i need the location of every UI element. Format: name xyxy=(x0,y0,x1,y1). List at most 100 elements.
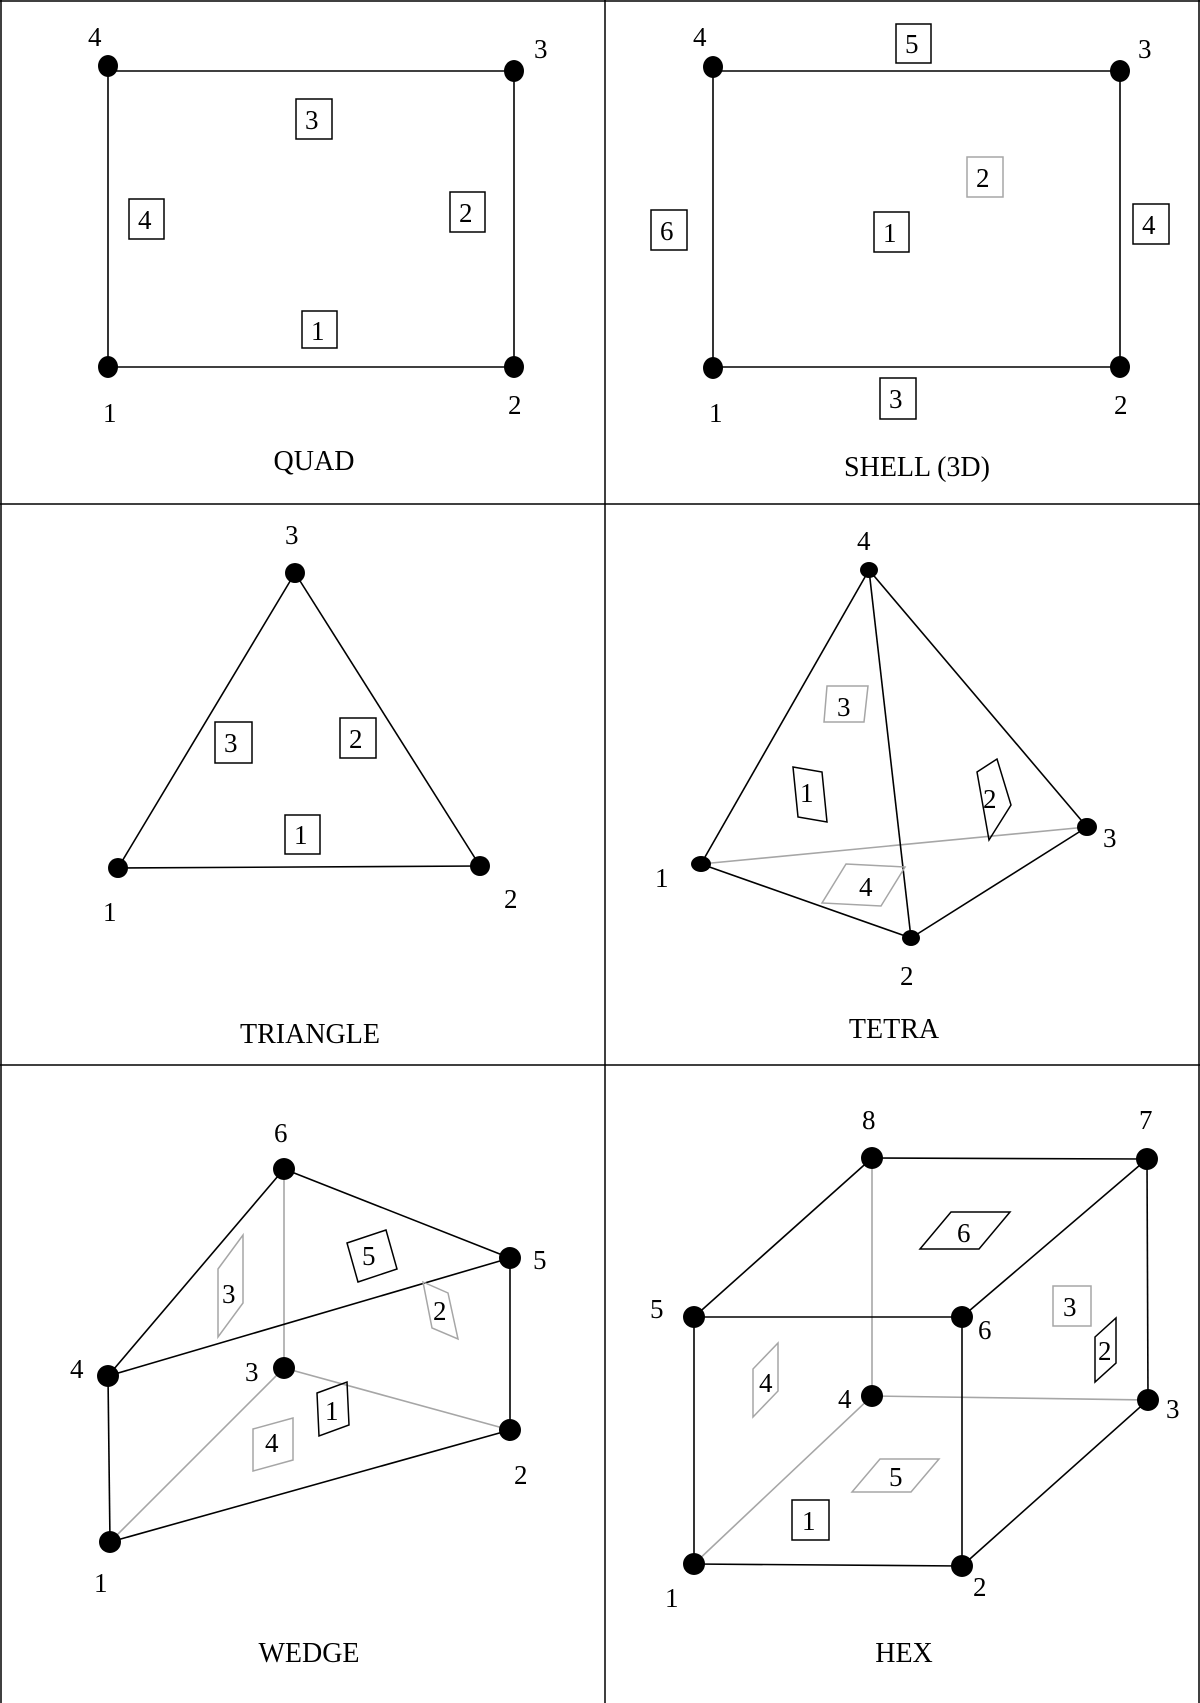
quad-node-label-1: 1 xyxy=(103,398,117,428)
hex-face-box-3 xyxy=(1052,1285,1092,1327)
quad-face-box-3 xyxy=(295,98,333,140)
hex-face-box-1 xyxy=(791,1499,830,1541)
hex-node-7 xyxy=(1136,1148,1158,1170)
shell-node-label-4: 4 xyxy=(693,22,707,52)
shell-node-1 xyxy=(703,357,723,379)
hex-edge-3-7 xyxy=(1146,1158,1149,1401)
hex-title: HEX xyxy=(875,1638,933,1669)
tetra-face-label-1: 1 xyxy=(800,778,814,808)
shell-face-label-1: 1 xyxy=(883,218,897,248)
shell-face-box-3 xyxy=(879,377,917,420)
shell-face-label-3: 3 xyxy=(889,384,903,414)
hex-edge-6-7 xyxy=(961,1158,1148,1318)
shell-face-box-4 xyxy=(1132,203,1170,245)
quad-node-label-3: 3 xyxy=(534,34,548,64)
wedge-edge-1-3-hidden xyxy=(109,1367,285,1543)
hex-node-label-3: 3 xyxy=(1166,1394,1180,1424)
hex-face-box-5 xyxy=(850,1458,941,1493)
triangle-node-label-3: 3 xyxy=(285,520,299,550)
wedge-node-1 xyxy=(99,1531,121,1553)
shell-node-label-3: 3 xyxy=(1138,34,1152,64)
wedge-edge-6-5 xyxy=(283,1168,511,1259)
wedge-face-label-2: 2 xyxy=(433,1296,447,1326)
wedge-edges xyxy=(107,1168,511,1543)
tetra-node-label-2: 2 xyxy=(900,961,914,991)
hex-node-6 xyxy=(951,1306,973,1328)
hex-node-label-2: 2 xyxy=(973,1572,987,1602)
wedge-edge-4-6 xyxy=(107,1168,285,1377)
quad-node-4 xyxy=(98,55,118,77)
hex-edges xyxy=(693,1157,1149,1567)
wedge-node-label-6: 6 xyxy=(274,1118,288,1148)
tetra-face-box-2 xyxy=(976,757,1012,843)
hex-edge-2-3 xyxy=(961,1399,1149,1567)
tetra-face-box-3 xyxy=(823,685,869,723)
wedge-edge-1-4 xyxy=(107,1375,111,1543)
hex-node-label-7: 7 xyxy=(1139,1105,1153,1135)
triangle-face-label-1: 1 xyxy=(294,820,308,850)
tetra-face-label-4: 4 xyxy=(859,872,873,902)
triangle-edge-2-3 xyxy=(294,572,481,867)
wedge-node-5 xyxy=(499,1247,521,1269)
triangle-face-box-1 xyxy=(284,814,321,855)
cell-quad: 1 2 3 4 1 2 3 4 QUAD xyxy=(88,22,548,477)
shell-node-4 xyxy=(703,56,723,78)
hex-face-label-4: 4 xyxy=(759,1368,773,1398)
tetra-edge-2-4 xyxy=(868,569,912,939)
triangle-node-3 xyxy=(285,563,305,583)
hex-face-box-6 xyxy=(918,1211,1012,1250)
tetra-node-label-1: 1 xyxy=(655,863,669,893)
shell-node-2 xyxy=(1110,356,1130,378)
wedge-node-3 xyxy=(273,1357,295,1379)
triangle-node-label-1: 1 xyxy=(103,897,117,927)
wedge-face-box-1 xyxy=(316,1380,350,1438)
hex-node-8 xyxy=(861,1147,883,1169)
hex-face-label-1: 1 xyxy=(802,1506,816,1536)
wedge-node-label-4: 4 xyxy=(70,1354,84,1384)
wedge-face-label-1: 1 xyxy=(325,1396,339,1426)
shell-face-label-4: 4 xyxy=(1142,210,1156,240)
shell-face-box-1 xyxy=(873,211,910,253)
shell-face-box-6 xyxy=(650,209,688,251)
triangle-face-box-3 xyxy=(214,721,253,764)
triangle-face-box-2 xyxy=(339,717,377,759)
shell-node-label-2: 2 xyxy=(1114,390,1128,420)
hex-face-label-6: 6 xyxy=(957,1218,971,1248)
shell-face-label-2: 2 xyxy=(976,163,990,193)
wedge-node-label-3: 3 xyxy=(245,1357,259,1387)
hex-edge-5-8 xyxy=(693,1157,873,1318)
wedge-node-2 xyxy=(499,1419,521,1441)
triangle-face-label-2: 2 xyxy=(349,724,363,754)
hex-node-5 xyxy=(683,1306,705,1328)
triangle-edge-1-2 xyxy=(117,865,481,869)
wedge-face-label-5: 5 xyxy=(362,1241,376,1271)
tetra-edge-3-4 xyxy=(868,569,1088,828)
wedge-node-4 xyxy=(97,1365,119,1387)
shell-face-label-5: 5 xyxy=(905,29,919,59)
tetra-face-box-4 xyxy=(820,863,907,907)
triangle-edge-3-1 xyxy=(117,572,296,869)
shell-title: SHELL (3D) xyxy=(844,452,990,483)
wedge-node-label-2: 2 xyxy=(514,1460,528,1490)
quad-face-box-1 xyxy=(301,310,338,349)
shell-face-box-5 xyxy=(895,23,932,64)
cell-shell: 1 2 3 4 1 2 3 4 5 6 SHELL (3D) xyxy=(650,22,1170,483)
wedge-title: WEDGE xyxy=(258,1638,359,1669)
shell-node-3 xyxy=(1110,60,1130,82)
wedge-face-label-4: 4 xyxy=(265,1428,279,1458)
hex-face-box-4 xyxy=(752,1341,779,1419)
wedge-edge-1-2 xyxy=(109,1429,511,1543)
tetra-edge-1-4 xyxy=(700,569,870,865)
hex-node-label-4: 4 xyxy=(838,1384,852,1414)
shell-face-box-2 xyxy=(966,156,1004,198)
quad-title: QUAD xyxy=(274,446,355,477)
hex-edge-8-7 xyxy=(871,1157,1148,1160)
cell-triangle: 1 2 3 1 2 3 TRIANGLE xyxy=(103,520,518,1050)
hex-edge-1-4-hidden xyxy=(693,1395,873,1565)
hex-face-label-5: 5 xyxy=(889,1462,903,1492)
tetra-title: TETRA xyxy=(849,1014,940,1045)
tetra-face-label-2: 2 xyxy=(983,784,997,814)
quad-node-label-2: 2 xyxy=(508,390,522,420)
cell-hex: 1 2 3 4 5 6 7 8 1 2 3 4 5 6 HEX xyxy=(650,1105,1180,1669)
hex-face-box-2 xyxy=(1094,1316,1117,1384)
